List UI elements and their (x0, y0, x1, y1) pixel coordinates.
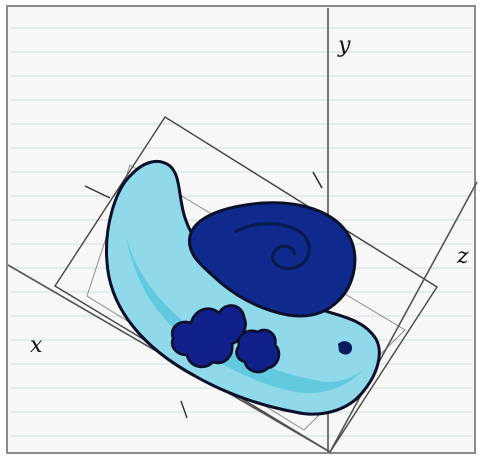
x-axis-label: x (30, 333, 43, 358)
y-tick-mark (312, 171, 323, 189)
z-axis-line (329, 181, 478, 453)
shell-spiral (234, 222, 311, 271)
z-axis-label: z (456, 244, 469, 269)
blob-cluster-right (235, 328, 281, 374)
x-tick-mark (84, 185, 111, 199)
y-axis-label: y (337, 33, 351, 58)
eye-spot (338, 341, 353, 355)
snail-shaped-object-icon (105, 159, 381, 416)
bottom-tick-mark (180, 400, 188, 419)
